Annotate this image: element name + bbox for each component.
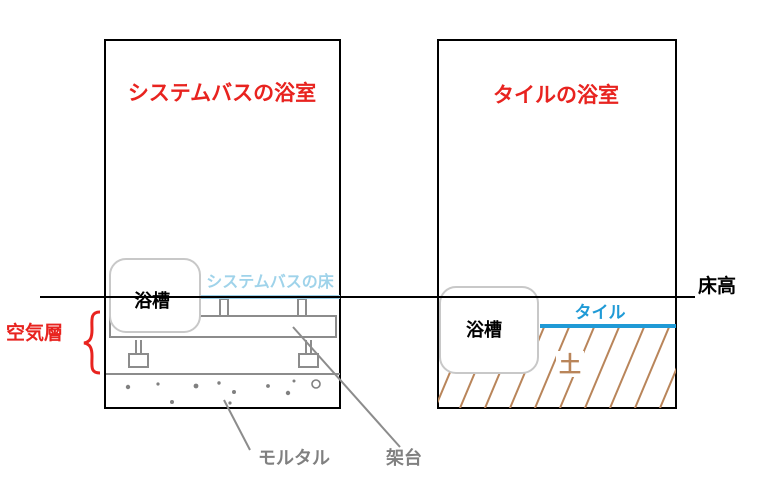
soil-label-bg [556, 351, 584, 377]
stand-label: 架台 [386, 447, 422, 469]
right-room-title: タイルの浴室 [493, 83, 619, 107]
stand-leader-line [292, 326, 401, 448]
floor-height-label: 床高 [698, 274, 736, 297]
mortar-aggregate-dots [125, 379, 321, 405]
left-room-title: システムバスの浴室 [128, 81, 316, 105]
left-bathtub-label: 浴槽 [134, 290, 170, 312]
system-bath-floor-label: システムバスの床 [206, 272, 335, 291]
right-room-outline [437, 39, 677, 409]
air-layer-brace [83, 310, 101, 375]
left-room-outline [104, 39, 341, 409]
right-bathtub-label: 浴槽 [466, 319, 502, 341]
right-bathtub [439, 286, 539, 374]
soil-label: 土 [559, 353, 581, 378]
tile-label: タイル [575, 303, 626, 323]
stand-feet-lower [128, 340, 319, 368]
mortar-label: モルタル [258, 448, 330, 469]
air-layer-label: 空気層 [6, 321, 63, 344]
left-bathtub [109, 258, 201, 333]
stand-upper-posts [219, 298, 307, 317]
mortar-leader-line [223, 399, 251, 451]
